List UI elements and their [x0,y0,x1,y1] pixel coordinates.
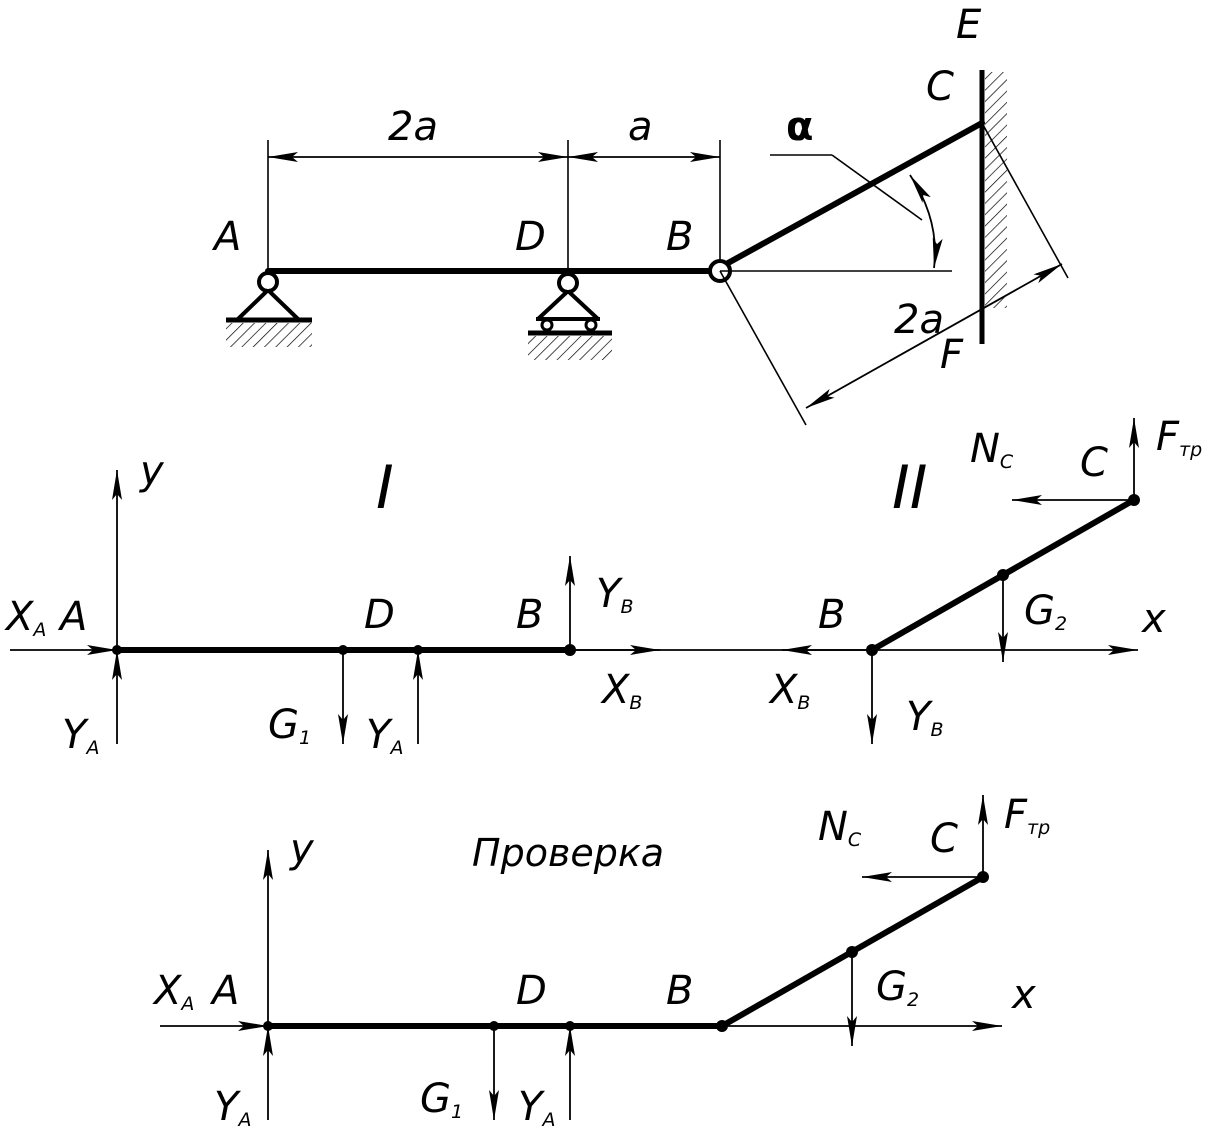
label-c: C [926,64,954,110]
fbd2-label-c: C [1080,440,1108,486]
rod-length-label: 2a [894,297,944,343]
force-yb-i-label: YB [596,571,633,618]
force-yd-label: YA [366,712,403,759]
label-e: E [956,2,982,48]
fbd1-label-b: B [516,592,543,638]
force-nc-ii-label: NC [970,426,1014,473]
roller-support-d [528,272,612,360]
label-f: F [940,332,964,378]
fbd2-label-b: B [818,592,845,638]
force-ya-label: YA [62,712,99,759]
force-g1-label: G1 [268,702,311,749]
pin-support-a [226,271,312,347]
check-force-yd-label: YA [518,1084,555,1131]
label-d: D [515,214,546,260]
check-point-b [716,1020,728,1032]
alpha-label: α [786,104,813,150]
check-label-a: A [209,968,239,1014]
force-xa-label: XA [4,594,46,641]
check-diagram: Проверка y x XA A YA G1 YA D B G2 NC C F… [152,792,1050,1131]
force-g2-ii-label: G2 [1024,588,1067,635]
fbd-title-i: I [376,453,394,523]
check-force-nc-label: NC [818,804,862,851]
fbd-x-label: x [1140,596,1166,642]
fbd-title-ii: II [892,453,927,523]
force-ftr-ii-label: Fтр [1156,414,1202,461]
fbd1-label-d: D [364,592,395,638]
check-label-b: B [666,968,693,1014]
structure-scheme: 2a a [211,2,1069,426]
check-force-ya-label: YA [214,1084,251,1131]
check-label-d: D [516,968,547,1014]
dimension-a-label: a [628,104,653,150]
label-b: B [666,214,693,260]
check-x-label: x [1010,972,1036,1018]
check-force-g1-label: G1 [420,1076,463,1123]
fbd1-label-a: A [57,594,87,640]
check-title: Проверка [472,831,664,875]
label-a: A [211,214,241,260]
free-body-diagrams: I II y x XA A YA G1 YA D YB B XB [4,414,1202,759]
dimension-2a-label: 2a [388,104,438,150]
force-yb-ii-label: YB [906,694,943,741]
check-force-ftr-label: Fтр [1004,792,1050,839]
force-xb-ii-label: XB [768,667,810,714]
rod-bc [725,120,985,266]
check-y-label: y [289,826,315,872]
check-force-xa-label: XA [152,968,194,1015]
check-label-c: C [930,816,958,862]
check-force-g2-label: G2 [876,964,919,1011]
force-xb-i-label: XB [600,667,642,714]
rod-length-dimension: 2a [719,122,1069,426]
fbd1-y-label: y [139,448,165,494]
